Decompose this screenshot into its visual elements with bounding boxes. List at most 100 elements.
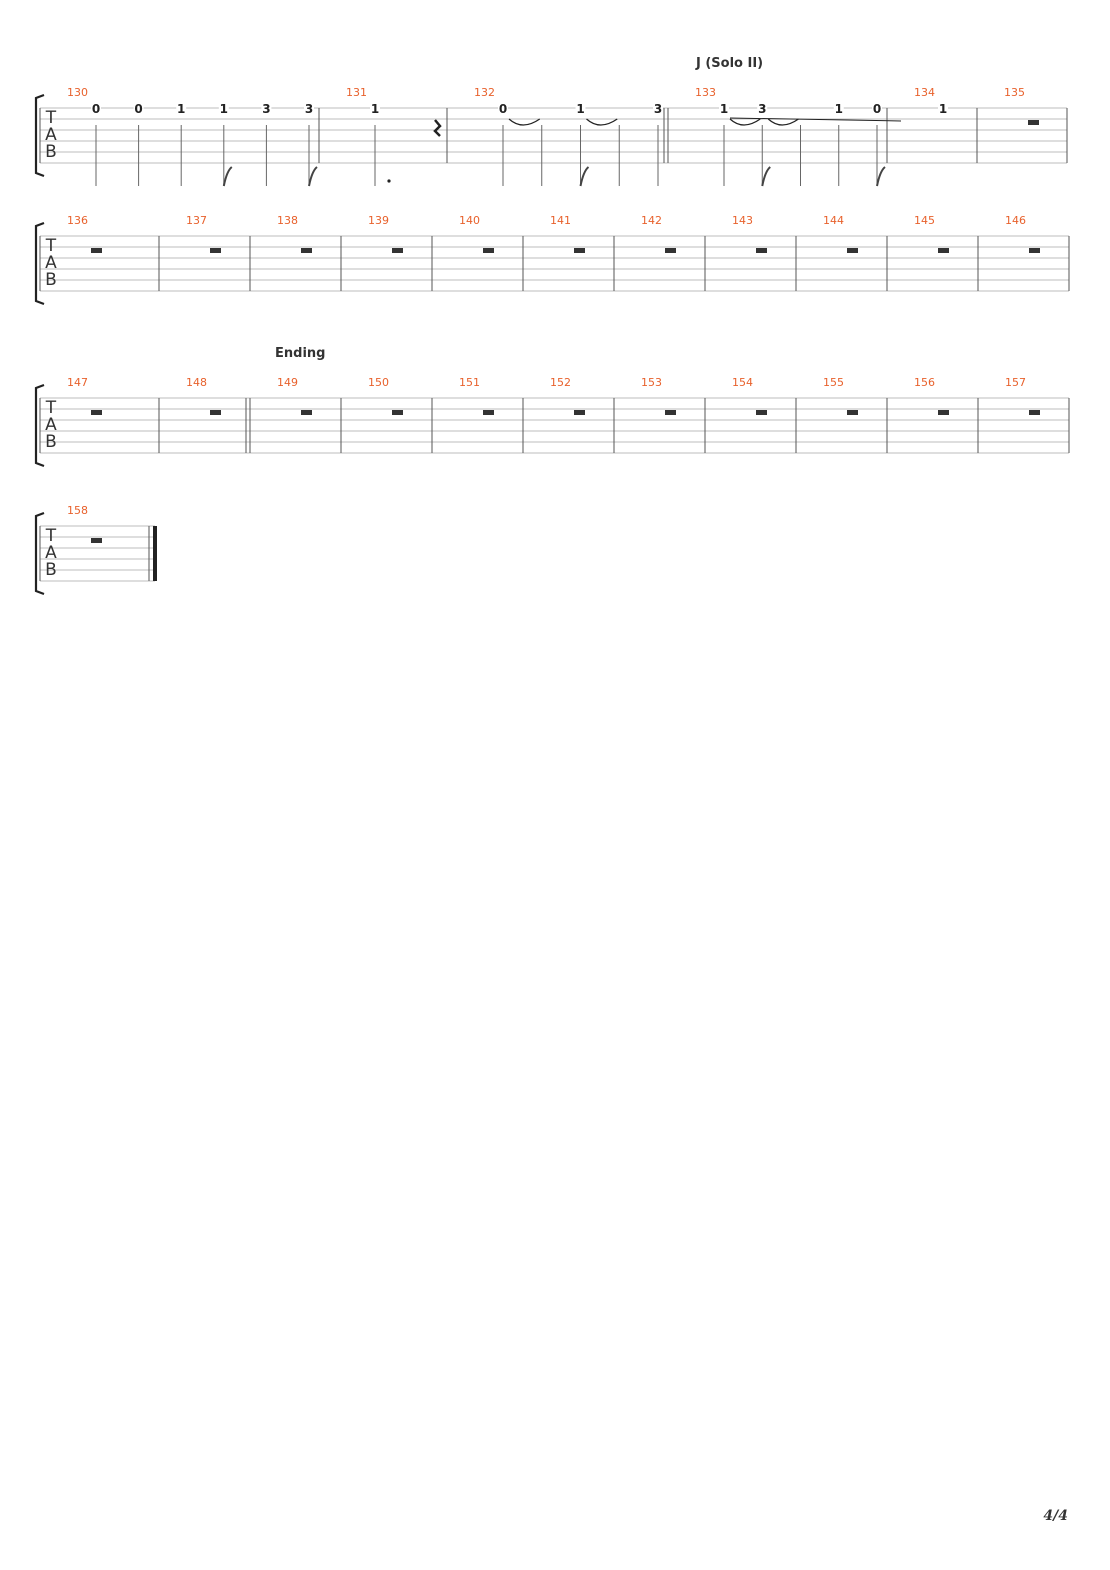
measure-number: 158 <box>67 504 88 517</box>
fret-background <box>833 103 844 114</box>
system-bracket <box>34 383 45 468</box>
measure-number: 152 <box>550 376 571 389</box>
measure-number: 151 <box>459 376 480 389</box>
system-bracket <box>34 511 45 596</box>
fret-background <box>872 103 882 114</box>
tab-clef-letter: T <box>45 236 57 256</box>
fret-number: 0 <box>499 102 507 116</box>
whole-rest <box>665 248 676 253</box>
fret-background <box>498 103 508 114</box>
note-flag <box>222 166 233 187</box>
whole-rest <box>574 248 585 253</box>
measure-number: 130 <box>67 86 88 99</box>
whole-rest <box>483 410 494 415</box>
fret-background <box>91 103 101 114</box>
tab-clef-letter: A <box>45 253 57 273</box>
fret-background <box>719 103 729 114</box>
measure-number: 136 <box>67 214 88 227</box>
fret-background <box>653 103 663 114</box>
whole-rest <box>301 410 312 415</box>
section-label: J (Solo II) <box>695 56 763 71</box>
whole-rest <box>1029 248 1040 253</box>
whole-rest <box>665 410 676 415</box>
fret-number: 1 <box>835 102 843 116</box>
whole-rest <box>938 248 949 253</box>
measure-number: 148 <box>186 376 207 389</box>
measure-number: 137 <box>186 214 207 227</box>
tab-clef-letter: B <box>45 560 57 580</box>
fret-number: 0 <box>134 102 142 116</box>
fret-background <box>133 103 144 114</box>
measure-number: 142 <box>641 214 662 227</box>
fret-number: 3 <box>262 102 270 116</box>
measure-number: 139 <box>368 214 389 227</box>
fret-number: 3 <box>758 102 766 116</box>
fret-number: 0 <box>92 102 100 116</box>
measure-number: 132 <box>474 86 495 99</box>
whole-rest <box>756 410 767 415</box>
measure-number: 135 <box>1004 86 1025 99</box>
whole-rest <box>756 248 767 253</box>
tab-clef-letter: T <box>45 398 57 418</box>
page-number: 4/4 <box>1043 1508 1068 1524</box>
whole-rest <box>483 248 494 253</box>
whole-rest <box>91 248 102 253</box>
measure-number: 150 <box>368 376 389 389</box>
fret-background <box>757 103 768 114</box>
measure-number: 147 <box>67 376 88 389</box>
tab-clef-letter: A <box>45 415 57 435</box>
fret-number: 0 <box>873 102 881 116</box>
fret-background <box>304 103 314 114</box>
slur <box>508 118 541 126</box>
whole-rest <box>392 248 403 253</box>
fret-background <box>575 103 586 114</box>
measure-number: 145 <box>914 214 935 227</box>
quarter-rest <box>433 119 442 137</box>
whole-rest <box>91 410 102 415</box>
tab-clef-letter: B <box>45 142 57 162</box>
whole-rest <box>1028 120 1039 125</box>
measure-number: 140 <box>459 214 480 227</box>
measure-number: 156 <box>914 376 935 389</box>
measure-number: 131 <box>346 86 367 99</box>
whole-rest <box>91 538 102 543</box>
fret-number: 1 <box>720 102 728 116</box>
tab-clef-letter: T <box>45 108 57 128</box>
whole-rest <box>301 248 312 253</box>
measure-number: 144 <box>823 214 844 227</box>
measure-number: 153 <box>641 376 662 389</box>
tab-clef-letter: T <box>45 526 57 546</box>
fret-number: 1 <box>371 102 379 116</box>
section-label: Ending <box>275 346 325 361</box>
fret-background <box>938 103 948 114</box>
fret-number: 1 <box>939 102 947 116</box>
fret-number: 3 <box>654 102 662 116</box>
measure-number: 143 <box>732 214 753 227</box>
whole-rest <box>210 410 221 415</box>
note-flag <box>579 166 590 187</box>
whole-rest <box>210 248 221 253</box>
whole-rest <box>847 410 858 415</box>
whole-rest <box>392 410 403 415</box>
slur <box>586 118 618 126</box>
measure-number: 157 <box>1005 376 1026 389</box>
note-flag <box>308 166 318 187</box>
measure-number: 146 <box>1005 214 1026 227</box>
augmentation-dot <box>387 179 391 183</box>
slur <box>729 118 761 126</box>
measure-number: 154 <box>732 376 753 389</box>
fret-number: 1 <box>177 102 185 116</box>
measure-number: 134 <box>914 86 935 99</box>
slide-line <box>729 117 902 122</box>
note-flag <box>761 166 771 187</box>
whole-rest <box>938 410 949 415</box>
slur <box>767 118 799 126</box>
tab-clef-letter: B <box>45 432 57 452</box>
fret-number: 1 <box>220 102 228 116</box>
measure-number: 149 <box>277 376 298 389</box>
fret-number: 3 <box>305 102 313 116</box>
tab-clef-letter: B <box>45 270 57 290</box>
fret-background <box>218 103 229 114</box>
measure-number: 141 <box>550 214 571 227</box>
